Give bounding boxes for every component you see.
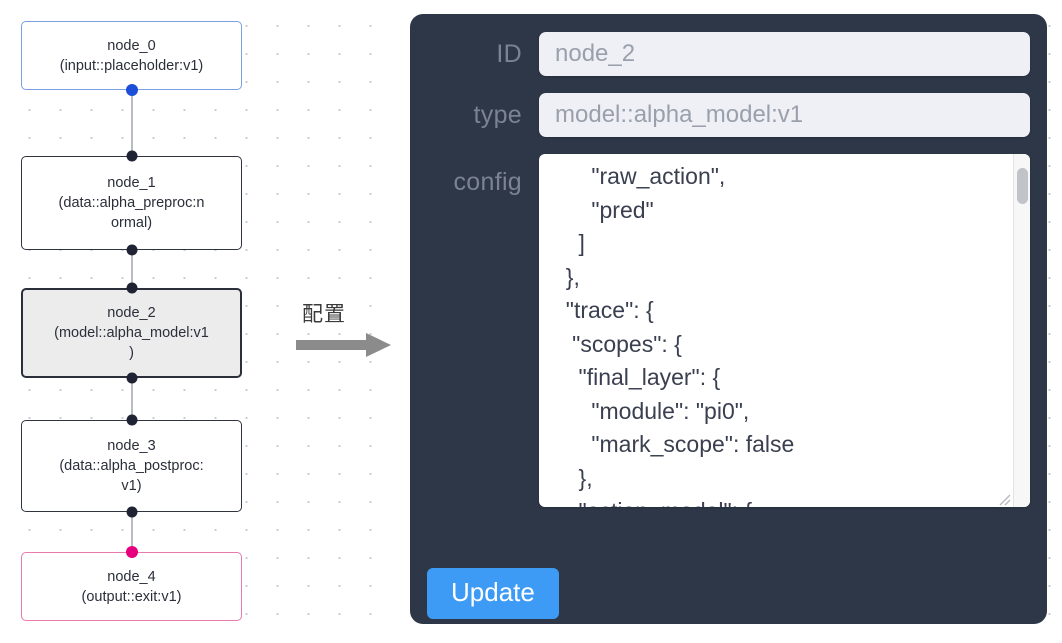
node-label-line: ormal): [110, 215, 153, 231]
type-input[interactable]: [539, 93, 1030, 137]
graph-node-node_3[interactable]: node_3 (data::alpha_postproc: v1): [21, 420, 242, 512]
graph-node-node_0[interactable]: node_0 (input::placeholder:v1): [21, 21, 242, 90]
edge-node2-node3: [131, 378, 133, 420]
graph-node-node_4[interactable]: node_4 (output::exit:v1): [21, 552, 242, 621]
node-label-line: node_0: [107, 37, 156, 54]
config-field-label: config: [453, 168, 522, 196]
edge-node3-node4: [131, 512, 133, 552]
graph-node-node_1[interactable]: node_1 (data::alpha_preproc:n ormal): [21, 156, 242, 250]
node-label-line: (input::placeholder:v1): [59, 57, 204, 74]
node-handle-node_3-source[interactable]: [126, 506, 138, 518]
config-field-row: config "raw_action", "pred" ] }, "trace"…: [427, 154, 1030, 507]
node-handle-node_2-source[interactable]: [126, 372, 138, 384]
node-inspector-panel: ID type config "raw_action", "pred" ] },…: [410, 14, 1047, 624]
type-field-label: type: [473, 101, 522, 129]
node-label-line: node_2: [107, 305, 156, 321]
canvas-bottom-strip: [0, 624, 1062, 643]
node-handle-node_3-target[interactable]: [126, 414, 138, 426]
resize-handle-icon[interactable]: [997, 492, 1011, 506]
graph-node-node_2[interactable]: node_2 (model::alpha_model:v1 ): [21, 288, 242, 378]
node-label-line: node_4: [107, 568, 156, 585]
arrow-right-icon: [296, 333, 391, 357]
node-label-line: node_1: [107, 175, 156, 191]
arrow-label: 配置: [302, 302, 346, 326]
config-scrollbar[interactable]: [1013, 154, 1030, 507]
config-arrow-annotation: 配置: [296, 298, 400, 360]
edge-node0-node1: [131, 90, 133, 156]
node-handle-node_4-target[interactable]: [126, 546, 138, 558]
node-label-line: (data::alpha_postproc:: [59, 458, 204, 474]
update-button[interactable]: Update: [427, 568, 559, 619]
edge-node1-node2: [131, 250, 133, 288]
node-handle-node_0-source[interactable]: [126, 84, 138, 96]
id-field-label: ID: [496, 40, 522, 68]
id-input[interactable]: [539, 32, 1030, 76]
node-label-line: (data::alpha_preproc:n: [58, 195, 205, 211]
node-handle-node_1-target[interactable]: [126, 150, 138, 162]
config-scrollbar-thumb[interactable]: [1017, 168, 1028, 204]
node-handle-node_1-source[interactable]: [126, 244, 138, 256]
id-field-row: ID: [427, 32, 1030, 76]
config-textarea-wrapper[interactable]: "raw_action", "pred" ] }, "trace": { "sc…: [539, 154, 1030, 507]
node-handle-node_2-target[interactable]: [126, 282, 138, 294]
node-label-line: v1): [121, 478, 142, 494]
node-label-line: (output::exit:v1): [81, 588, 182, 605]
type-field-row: type: [427, 93, 1030, 137]
node-label-line: ): [129, 345, 134, 361]
node-label-line: node_3: [107, 438, 156, 454]
config-textarea[interactable]: "raw_action", "pred" ] }, "trace": { "sc…: [565, 163, 795, 507]
node-label-line: (model::alpha_model:v1: [54, 325, 209, 341]
